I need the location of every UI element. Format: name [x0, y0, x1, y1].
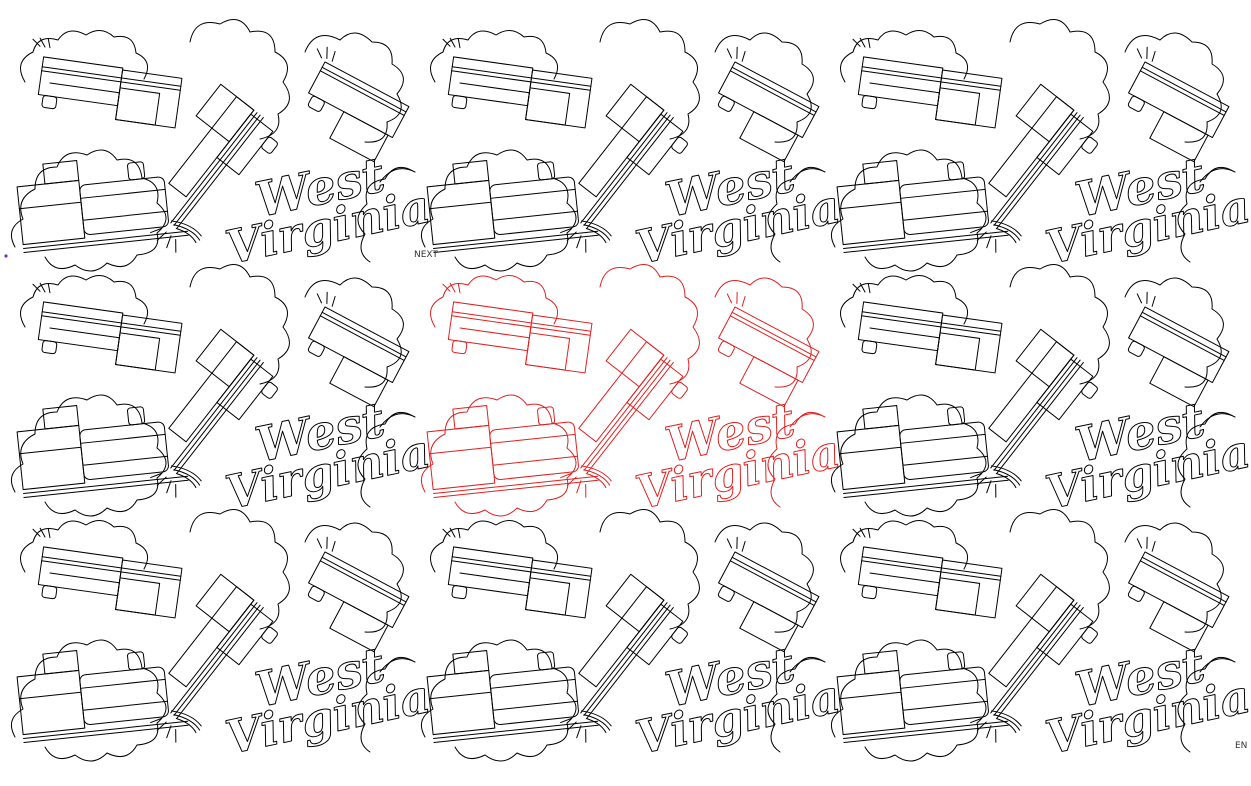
end-marker-label: EN [1235, 741, 1248, 751]
motif-tile [10, 264, 436, 521]
origin-marker-icon [4, 245, 8, 258]
motif-tile [830, 264, 1251, 521]
motif-tile [420, 509, 846, 766]
motif-tile [830, 509, 1251, 766]
motif-tile [830, 19, 1251, 276]
motif-tile-highlighted [420, 264, 846, 521]
motif-tile [420, 19, 846, 276]
motif-tile [10, 19, 436, 276]
next-marker-label: NEXT [414, 250, 438, 260]
motif-grid [10, 19, 1251, 766]
motif-tile [10, 509, 436, 766]
